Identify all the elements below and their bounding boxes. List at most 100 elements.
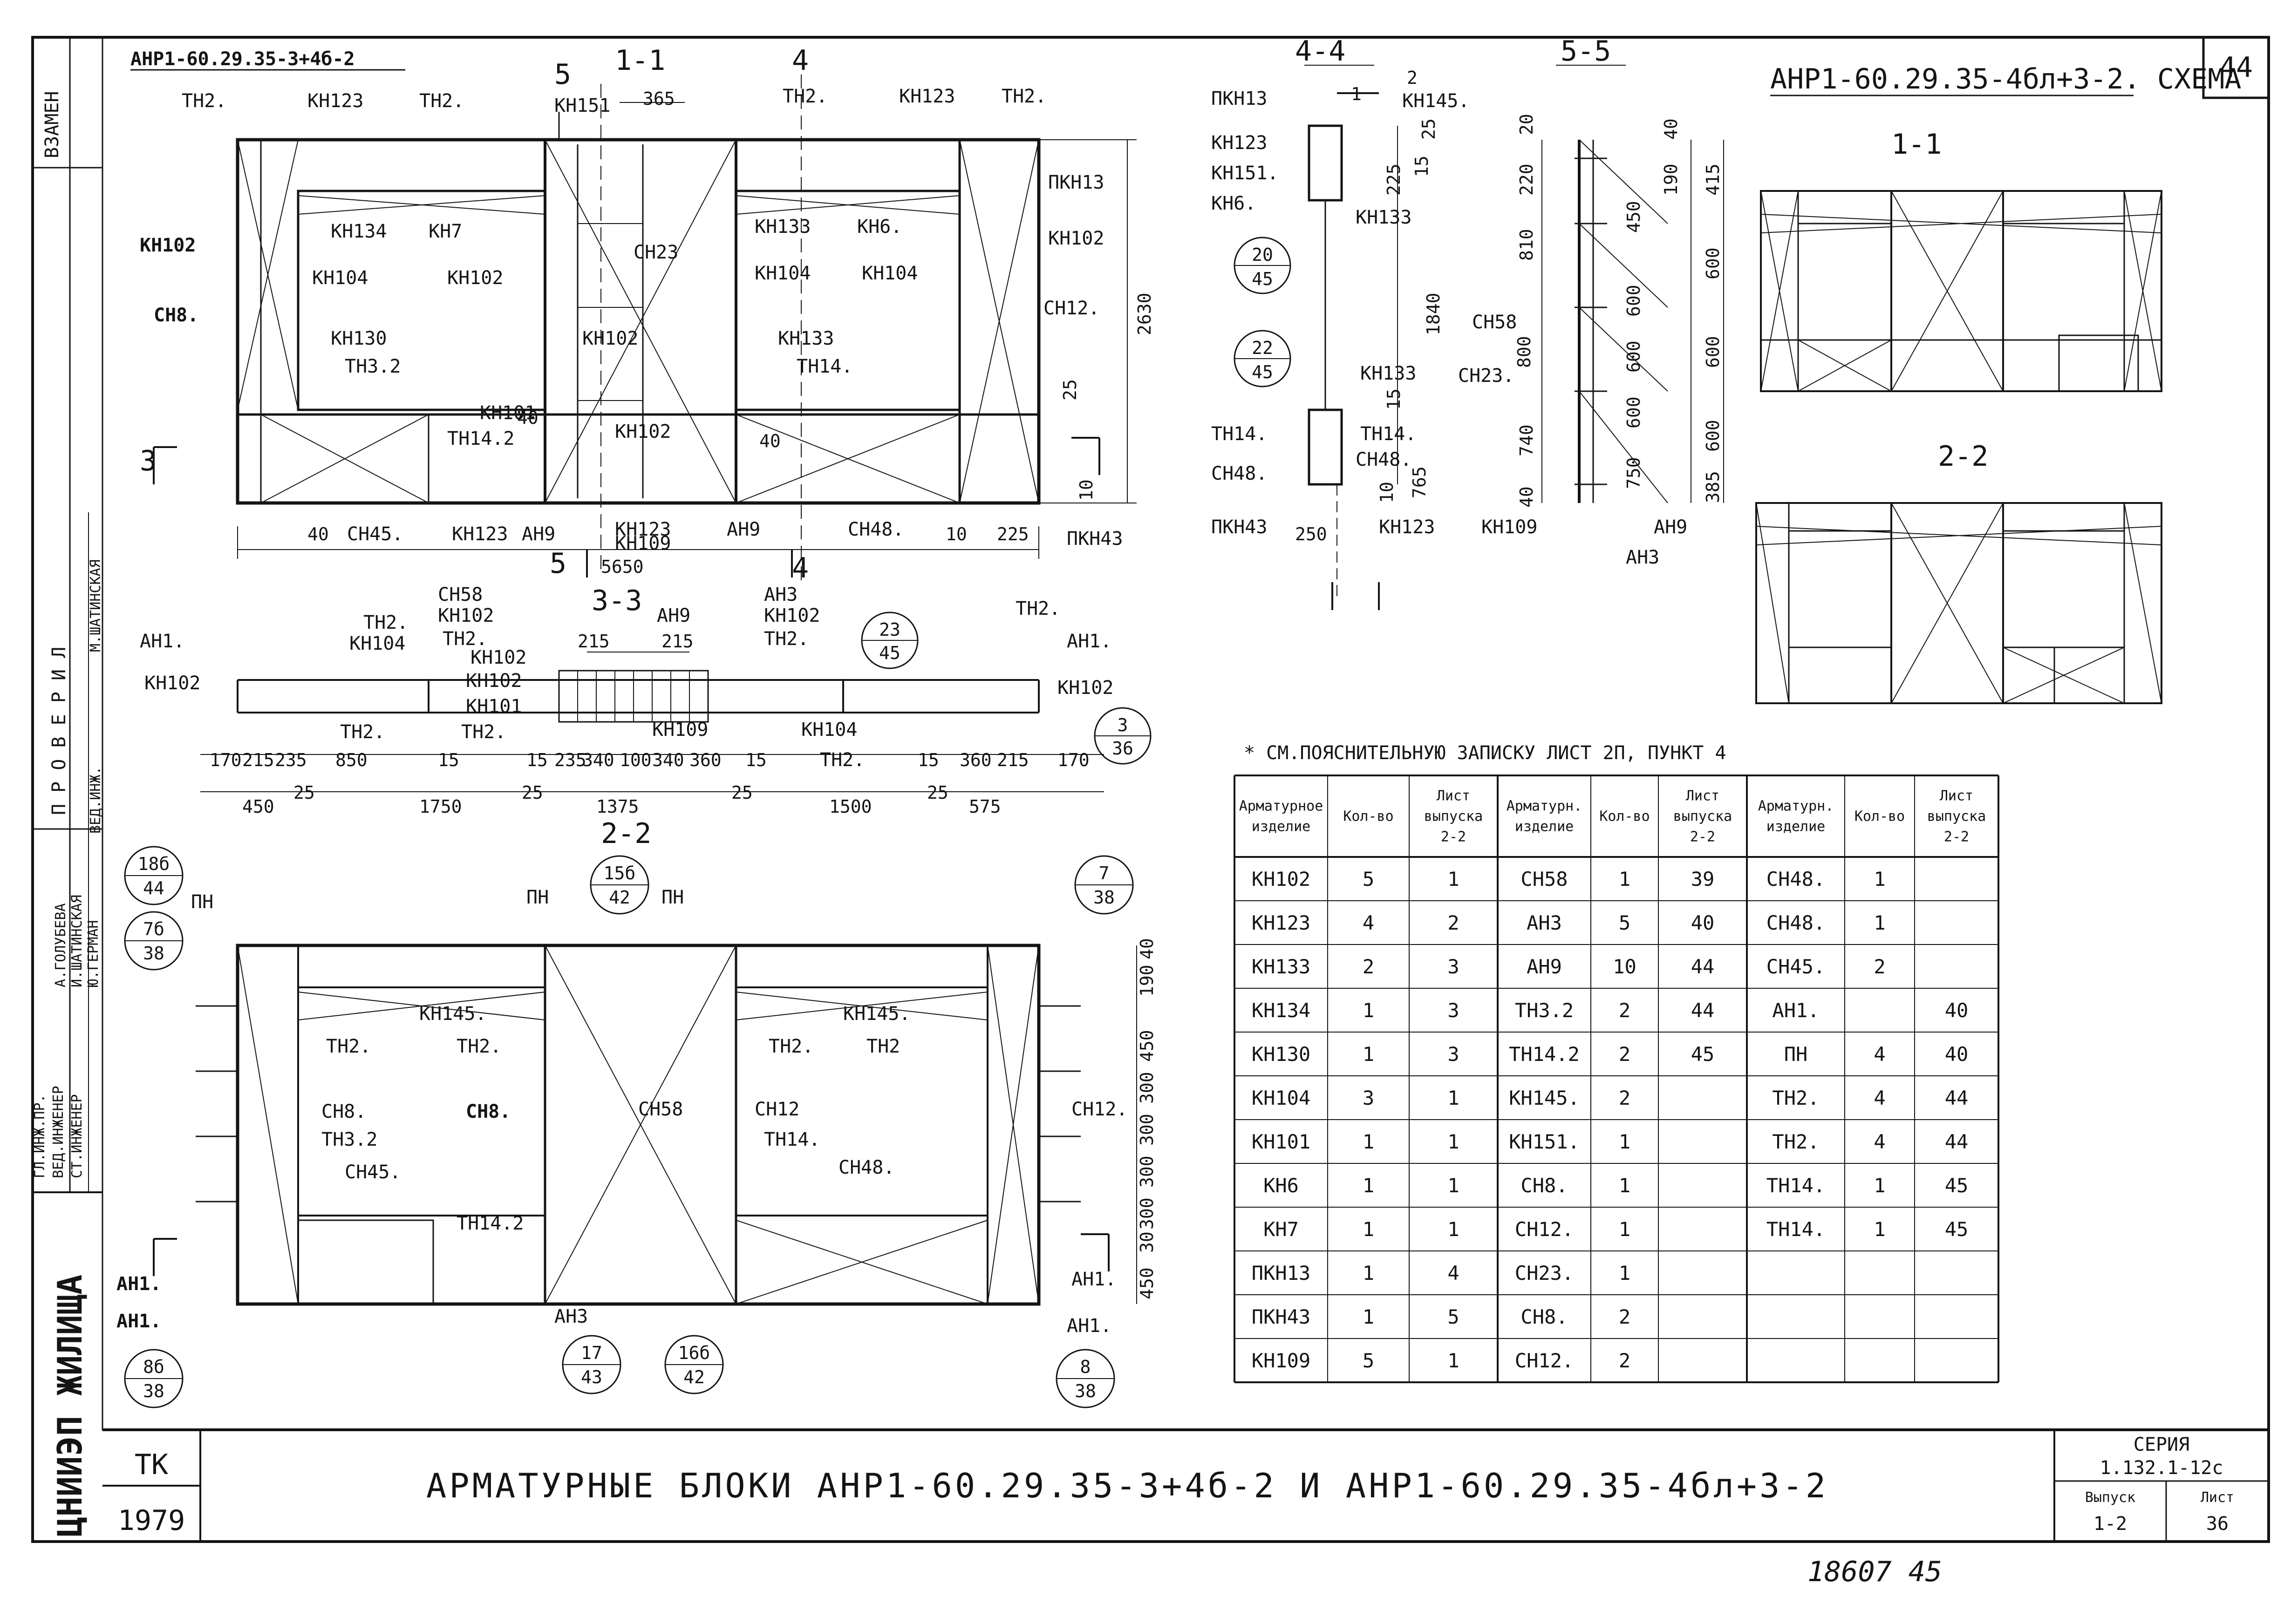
table-cell: 40 — [1691, 911, 1715, 934]
elev-label-10: КН133 — [755, 216, 811, 238]
stamp-vzamen: ВЗАМЕН — [41, 91, 63, 159]
plan-dim-r1-6: 235 — [554, 750, 586, 770]
elev-label-13: КН104 — [312, 267, 368, 289]
stamp-name-2: И.ШАТИНСКАЯ — [69, 895, 85, 987]
table-cell: 44 — [1691, 955, 1715, 978]
table-cell: 10 — [1613, 955, 1636, 978]
specification-table: АрматурноеизделиеКол-воЛиствыпуска2-2Арм… — [1234, 775, 1999, 1383]
plan-dim-r1-11: 15 — [745, 750, 767, 770]
table-cell: 2 — [1447, 911, 1459, 934]
bubble-8-38: 8 38 — [1056, 1349, 1115, 1408]
bubble-text: 8б — [143, 1357, 164, 1377]
s55-dim-r-0: 40 — [1661, 118, 1681, 140]
table-cell: КН6 — [1263, 1174, 1299, 1197]
scheme-1-1 — [1760, 190, 2162, 392]
sec-label-6: ТН2. — [457, 1036, 501, 1057]
elev-label-20: КН130 — [331, 328, 387, 349]
sec-label-22: АН1. — [1067, 1315, 1111, 1337]
s55-label-2: КН109 — [1481, 516, 1537, 538]
s55-label-0: СН58 — [1472, 312, 1517, 333]
bubble-23-45-bottom: 45 — [879, 643, 900, 663]
s55-label-1: СН23. — [1458, 365, 1514, 387]
elev-label-1: КН123 — [307, 90, 363, 112]
sec-label-21: АН1. — [1071, 1269, 1116, 1290]
elev-label-2: ТН2. — [419, 90, 464, 112]
sec-label-3: КН145. — [419, 1003, 487, 1025]
bubble-text: 8 — [1080, 1357, 1091, 1377]
elev-label-9: КН7 — [429, 221, 462, 242]
table-header-cell: Лист — [1940, 788, 1973, 804]
plan-label-0: АН1. — [140, 631, 184, 652]
plan-dim-r2-6: 1500 — [829, 796, 872, 817]
cut-mark-3-left: 3 — [140, 445, 157, 477]
stamp-name-3: А.ГОЛУБЕВА — [53, 903, 69, 987]
scheme-2-2 — [1755, 502, 2162, 704]
table-cell: 2 — [1619, 1087, 1630, 1109]
table-cell: 44 — [1945, 1087, 1969, 1109]
elev-label-19: СН8. — [154, 305, 198, 326]
plan-label-7: АН9 — [657, 605, 690, 626]
table-cell: 44 — [1945, 1130, 1969, 1153]
table-cell: 45 — [1945, 1174, 1969, 1197]
table-cell: 4 — [1874, 1043, 1885, 1066]
section-title-1-1: 1-1 — [615, 44, 665, 77]
plan-label-5: КН102 — [438, 605, 494, 626]
stamp-role-1: ГЛ.ИНЖ.ПР. — [32, 1094, 48, 1178]
table-cell: 5 — [1363, 868, 1374, 890]
archive-number: 18607 45 — [1807, 1556, 1942, 1588]
elev-label-29: КН123 — [452, 523, 508, 545]
elev-label-34: КН109 — [615, 533, 671, 554]
plan-label-17: ТН2. — [340, 721, 385, 743]
s55-label-4: АН3 — [1626, 547, 1659, 568]
table-cell: 4 — [1447, 1262, 1459, 1284]
table-cell: 1 — [1447, 1130, 1459, 1153]
elev-dim-9: 10 — [946, 524, 967, 544]
plan-3-3-texts: 3-3 АН1. ТН2. КН104 КН102 СН58 КН102 ТН2… — [140, 584, 1152, 850]
table-cell: СН12. — [1515, 1349, 1574, 1372]
s44-label-11: ПКН43 — [1211, 516, 1267, 538]
plan-dim-r1-2: 235 — [275, 750, 307, 770]
elev-label-6: ТН2. — [1002, 86, 1046, 107]
table-cell: 1 — [1447, 868, 1459, 890]
table-cell: 1 — [1363, 999, 1374, 1022]
bubble-text: 16б — [678, 1343, 710, 1363]
elev-label-5: КН123 — [899, 86, 955, 107]
plan-dim-r2-7: 25 — [927, 782, 948, 803]
s55-dim-r-4: 600 — [1703, 336, 1723, 368]
s55-label-3: АН9 — [1654, 516, 1687, 538]
elev-label-32: КН123 — [615, 519, 671, 540]
sheet-border — [31, 36, 2270, 1543]
table-cell: ТН14. — [1766, 1174, 1825, 1197]
s44-label-7: ТН14. — [1211, 423, 1267, 445]
sec-dim-2: 450 — [1137, 1030, 1157, 1062]
plan-label-21: КН102 — [470, 647, 526, 668]
plan-label-2: КН104 — [349, 633, 405, 654]
table-cell: 1 — [1363, 1174, 1374, 1197]
bubble-text: 17 — [581, 1343, 602, 1363]
table-cell: ТН14.2 — [1509, 1043, 1580, 1066]
s55-dim-r-2: 415 — [1703, 163, 1723, 196]
table-cell: 39 — [1691, 868, 1715, 890]
bubble-text: 7б — [143, 919, 164, 939]
sheet-year: 1979 — [118, 1504, 185, 1537]
table-cell: КН7 — [1263, 1218, 1299, 1241]
plan-dim-r1-9: 340 — [652, 750, 684, 770]
table-cell: 1 — [1619, 1130, 1630, 1153]
table-cell: КН109 — [1252, 1349, 1310, 1372]
table-header-cell: изделие — [1515, 819, 1574, 835]
sec-label-15: ТН14. — [764, 1129, 820, 1150]
table-cell: 1 — [1619, 868, 1630, 890]
table-cell: КН101 — [1252, 1130, 1310, 1153]
bubble-17-43: 17 43 — [562, 1335, 621, 1394]
section-title-2-2-left: 2-2 — [601, 817, 651, 850]
s44-label-4: КН6. — [1211, 193, 1256, 214]
elev-dim-2: 25 — [1060, 379, 1080, 401]
elev-dim-5: 10 — [1076, 479, 1097, 501]
section-4-4-texts: 4-4 ПКН13 КН145. КН123 КН151. КН6. КН133… — [1211, 35, 1470, 544]
table-cell: КН134 — [1252, 999, 1310, 1022]
s44-label-2: КН123 — [1211, 132, 1267, 154]
plan-label-1: ТН2. — [363, 612, 408, 633]
section-title-5-5: 5-5 — [1561, 35, 1611, 68]
table-cell: 5 — [1619, 911, 1630, 934]
